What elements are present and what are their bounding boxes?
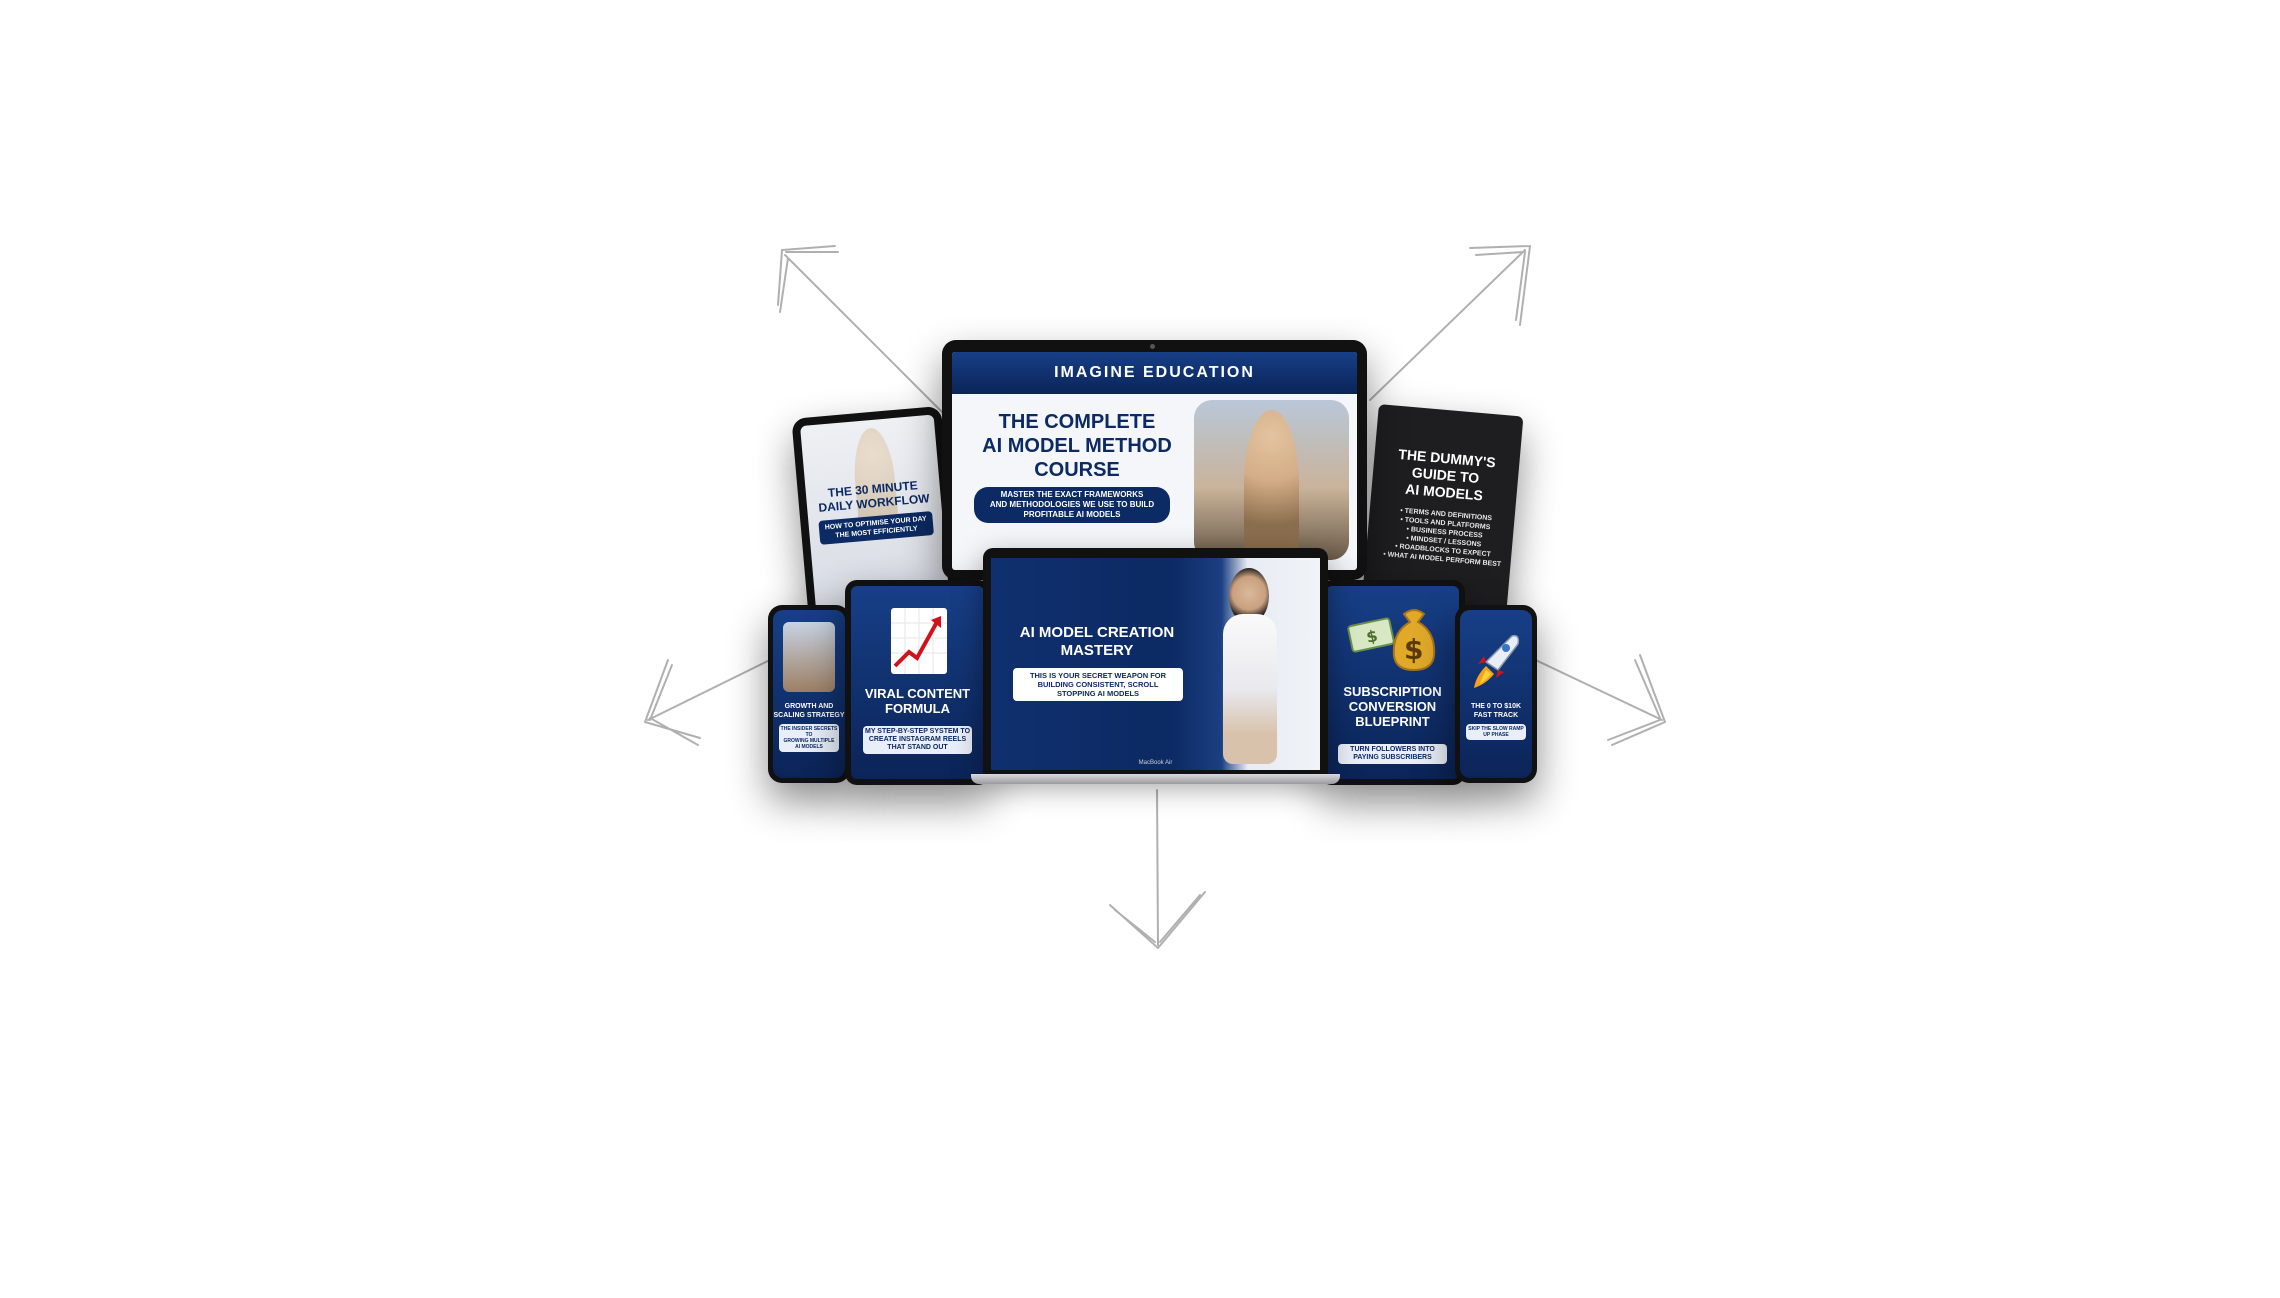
fast-track-phone: THE 0 TO $10K FAST TRACK SKIP THE SLOW R…	[1455, 605, 1537, 783]
viral-title-line2: FORMULA	[885, 701, 950, 716]
subscription-subtitle-line2: PAYING SUBSCRIBERS	[1353, 754, 1432, 761]
growth-title-line2: SCALING STRATEGY	[773, 712, 845, 719]
laptop: AI MODEL CREATION MASTERY THIS IS YOUR S…	[971, 548, 1340, 788]
model-photo	[783, 622, 835, 692]
laptop-subtitle-line3: STOPPING AI MODELS	[1056, 689, 1140, 698]
rocket-icon	[1472, 632, 1522, 692]
laptop-lid: AI MODEL CREATION MASTERY THIS IS YOUR S…	[983, 548, 1328, 776]
course-title-line2: AI MODEL METHOD	[982, 435, 1172, 457]
course-title-line1: THE COMPLETE	[998, 411, 1156, 433]
sketch-arrow-icon	[1524, 654, 1666, 746]
growth-subtitle-line3: AI MODELS	[795, 744, 823, 750]
viral-content-tablet: VIRAL CONTENT FORMULA MY STEP-BY-STEP SY…	[845, 580, 990, 785]
brand-header: IMAGINE EDUCATION	[952, 352, 1357, 394]
laptop-model-label: MacBook Air	[1138, 760, 1173, 766]
course-title-line3: COURSE	[1034, 459, 1120, 481]
viral-subtitle-line2: CREATE INSTAGRAM REELS	[868, 736, 967, 743]
fast-track-subtitle-line1: SKIP THE SLOW RAMP	[1468, 726, 1524, 732]
growth-phone: GROWTH AND SCALING STRATEGY THE INSIDER …	[768, 605, 850, 783]
svg-text:$: $	[1404, 633, 1423, 666]
laptop-subtitle-line1: THIS IS YOUR SECRET WEAPON FOR	[1029, 671, 1167, 680]
sketch-arrow-icon	[644, 654, 781, 746]
fast-track-title-line2: FAST TRACK	[1473, 712, 1519, 719]
viral-title-line1: VIRAL CONTENT	[864, 686, 971, 701]
sketch-arrow-icon	[1369, 245, 1531, 401]
money-bag-icon: $ $	[1344, 604, 1444, 674]
viral-subtitle-line1: MY STEP-BY-STEP SYSTEM TO	[864, 728, 971, 735]
fast-track-subtitle-line2: UP PHASE	[1483, 732, 1509, 738]
sketch-arrow-icon	[777, 245, 951, 421]
laptop-subtitle-line2: BUILDING CONSISTENT, SCROLL	[1037, 680, 1159, 689]
laptop-title-line2: MASTERY	[1060, 642, 1134, 659]
course-subtitle-line2: AND METHODOLOGIES WE USE TO BUILD	[989, 500, 1155, 509]
laptop-base: MacBook Air	[971, 760, 1340, 784]
growth-subtitle-line2: GROWING MULTIPLE	[783, 738, 835, 744]
laptop-title-line1: AI MODEL CREATION	[1019, 624, 1175, 641]
subscription-tablet: $ $ SUBSCRIPTION CONVERSION BLUEPRINT TU…	[1320, 580, 1465, 785]
model-photo	[1194, 400, 1349, 560]
subscription-title-line1: SUBSCRIPTION	[1343, 684, 1442, 699]
main-course-monitor: IMAGINE EDUCATION THE COMPLETE AI MODEL …	[942, 340, 1367, 580]
course-subtitle-line1: MASTER THE EXACT FRAMEWORKS	[1000, 490, 1144, 499]
course-subtitle-line3: PROFITABLE AI MODELS	[1023, 510, 1121, 519]
brand-title: IMAGINE EDUCATION	[1054, 364, 1255, 381]
sketch-arrow-icon	[1109, 789, 1206, 949]
subscription-subtitle-line1: TURN FOLLOWERS INTO	[1350, 746, 1435, 753]
subscription-title-line2: CONVERSION	[1348, 699, 1437, 714]
viral-subtitle-line3: THAT STAND OUT	[887, 744, 948, 751]
growth-subtitle-line1: THE INSIDER SECRETS TO	[780, 726, 838, 738]
camera-dot	[1150, 344, 1155, 349]
subscription-title-line3: BLUEPRINT	[1355, 714, 1430, 729]
chart-up-icon	[891, 608, 947, 674]
svg-text:$: $	[1364, 626, 1379, 647]
fast-track-title-line1: THE 0 TO $10K	[1470, 703, 1522, 710]
growth-title-line1: GROWTH AND	[784, 703, 834, 710]
model-photo	[1209, 568, 1299, 768]
